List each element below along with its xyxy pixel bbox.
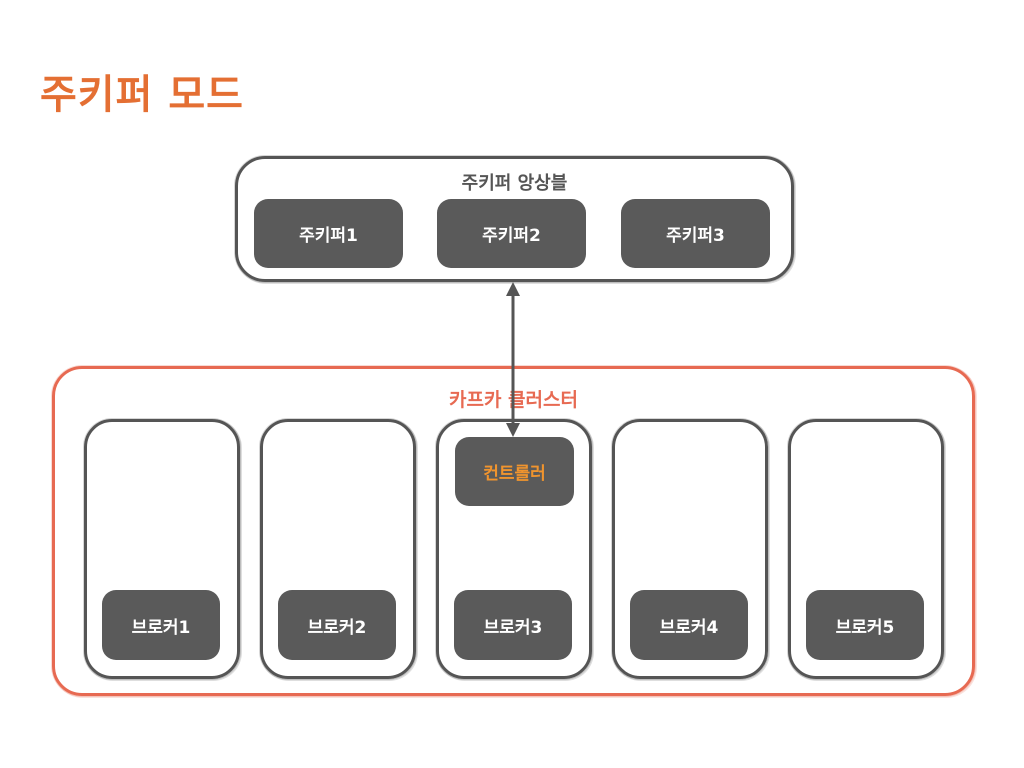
broker-3: 브로커3 <box>454 590 572 660</box>
page-title: 주키퍼 모드 <box>40 72 244 118</box>
broker-frame-2 <box>260 419 416 679</box>
controller-box: 컨트롤러 <box>455 437 574 506</box>
broker-frame-4 <box>612 419 768 679</box>
broker-5: 브로커5 <box>806 590 924 660</box>
zookeeper-node-2: 주키퍼2 <box>437 199 586 268</box>
arrowhead-down-icon <box>506 423 520 437</box>
broker-4: 브로커4 <box>630 590 748 660</box>
zookeeper-node-1: 주키퍼1 <box>254 199 403 268</box>
zookeeper-ensemble-label: 주키퍼 앙상블 <box>461 173 568 194</box>
arrowhead-up-icon <box>506 282 520 296</box>
zookeeper-ensemble-frame: 주키퍼 앙상블 <box>235 156 794 282</box>
broker-2: 브로커2 <box>278 590 396 660</box>
broker-1: 브로커1 <box>102 590 220 660</box>
zookeeper-node-3: 주키퍼3 <box>621 199 770 268</box>
broker-frame-5 <box>788 419 944 679</box>
broker-frame-1 <box>84 419 240 679</box>
